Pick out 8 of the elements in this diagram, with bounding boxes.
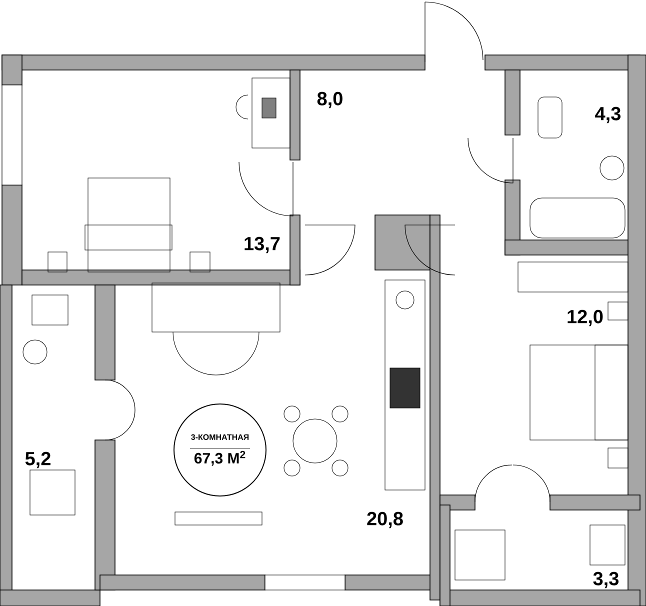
area-label: 20,8: [367, 512, 403, 528]
area-label: 13,7: [244, 236, 280, 254]
area-label: 8,0: [317, 92, 342, 108]
area-label: 3,3: [593, 572, 619, 588]
area-label: 12,0: [568, 310, 603, 326]
area-label: 5,2: [25, 452, 50, 468]
area-label: 4,3: [595, 106, 621, 124]
area-badge: 3-КОМНАТНАЯ 67,3 М$^{2}$: [174, 404, 266, 496]
